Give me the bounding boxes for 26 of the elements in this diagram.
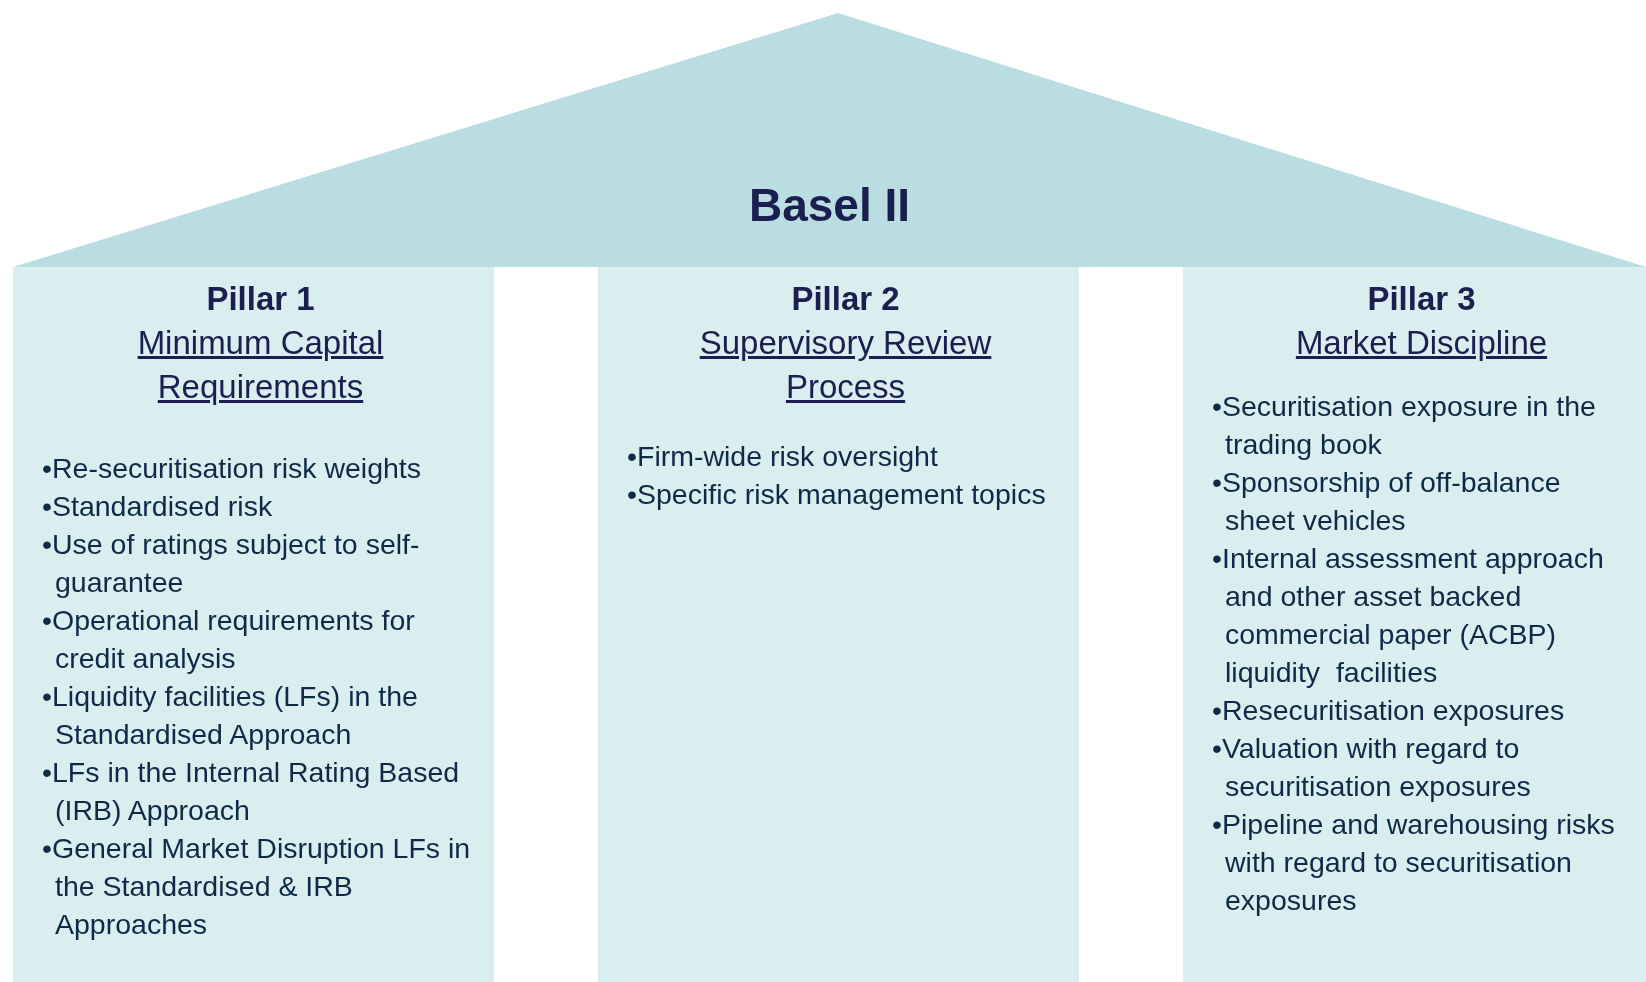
bullet-item: •Re-securitisation risk weights xyxy=(41,451,423,486)
bullet-item: •Liquidity facilities (LFs) in the Standardised Approach xyxy=(41,679,419,752)
bullet-item: •Internal assessment approach and other asset backed commercial paper (ACBP) liquidity facilities xyxy=(1211,541,1605,690)
bullet-item: •Specific risk management topics xyxy=(626,477,1047,512)
pillar-panel xyxy=(598,267,1079,982)
pillar-subtitle: Minimum Capital Requirements xyxy=(136,323,385,407)
pillar-heading: Pillar 1 xyxy=(206,279,315,319)
bullet-item: •Valuation with regard to securitisation exposures xyxy=(1211,731,1532,804)
bullet-item: •Use of ratings subject to self-guarantee xyxy=(41,527,421,600)
pillar-heading: Pillar 2 xyxy=(791,279,900,319)
pillar-panel xyxy=(1183,267,1646,982)
bullet-item: •Sponsorship of off-balance sheet vehicles xyxy=(1211,465,1562,538)
pillar-subtitle: Supervisory Review Process xyxy=(698,323,993,407)
pillar-subtitle: Market Discipline xyxy=(1295,323,1548,363)
bullet-item: •General Market Disruption LFs in the Standardised & IRB Approaches xyxy=(41,831,472,942)
bullet-item: •Securitisation exposure in the trading book xyxy=(1211,389,1597,462)
roof-title: Basel II xyxy=(748,179,911,231)
bullet-item: •Pipeline and warehousing risks with regard to securitisation exposures xyxy=(1211,807,1616,918)
bullet-item: •Operational requirements for credit analysis xyxy=(41,603,416,676)
roof-banner xyxy=(13,13,1646,267)
pillar-heading: Pillar 3 xyxy=(1367,279,1476,319)
pillar-panel xyxy=(13,267,494,982)
bullet-item: •Standardised risk xyxy=(41,489,274,524)
bullet-item: •Resecuritisation exposures xyxy=(1211,693,1566,728)
bullet-item: •LFs in the Internal Rating Based (IRB) Approach xyxy=(41,755,461,828)
bullet-item: •Firm-wide risk oversight xyxy=(626,439,939,474)
